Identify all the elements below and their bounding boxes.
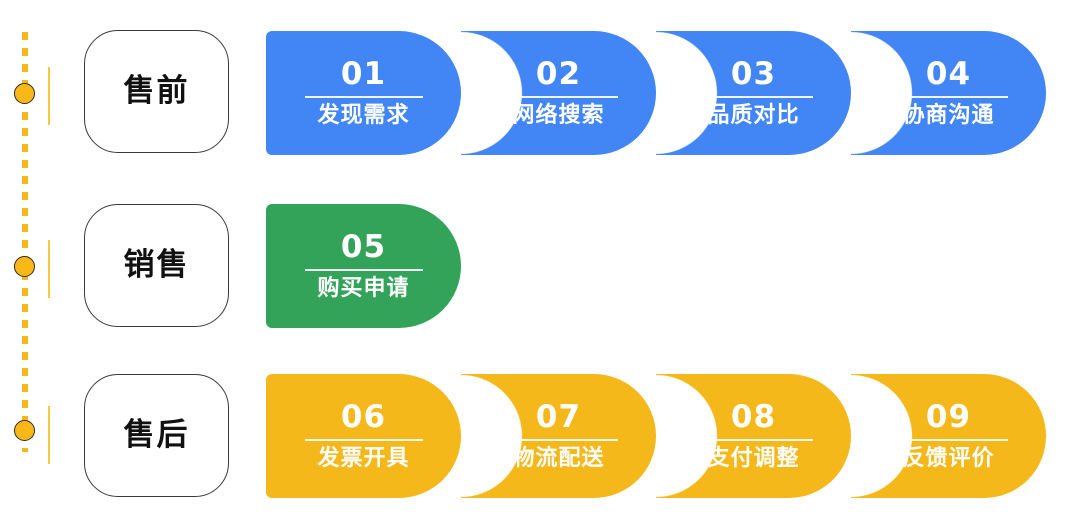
chevron-shape <box>851 31 1046 155</box>
rail-mask-top <box>18 0 34 28</box>
step-label: 物流配送 <box>512 445 605 471</box>
step-number: 07 <box>535 399 582 436</box>
step-chevron-01[interactable]: 01 发现需求 <box>266 31 461 155</box>
step-divider <box>499 96 618 98</box>
stage-box-1[interactable]: 售前 <box>84 30 229 153</box>
chevron-content: 09 反馈评价 <box>889 399 1008 471</box>
step-chevron-03[interactable]: 03 品质对比 <box>656 31 851 155</box>
step-number: 08 <box>730 399 777 436</box>
step-chevron-05[interactable]: 05 购买申请 <box>266 204 461 328</box>
chevron-content: 06 发票开具 <box>304 399 423 471</box>
step-divider <box>499 439 618 441</box>
step-number: 02 <box>535 56 582 93</box>
step-divider <box>694 439 813 441</box>
step-divider <box>889 439 1008 441</box>
timeline-tick-3 <box>48 406 50 464</box>
step-number: 05 <box>340 229 387 266</box>
step-label: 协商沟通 <box>902 102 995 128</box>
chevron-fill <box>656 31 851 155</box>
chevron-fill <box>851 374 1046 498</box>
chevron-shape <box>461 31 656 155</box>
step-chevron-09[interactable]: 09 反馈评价 <box>851 374 1046 498</box>
step-row-1: 01 发现需求 02 网络搜索 03 品质对比 04 协商沟通 <box>266 31 1080 155</box>
chevron-content: 08 支付调整 <box>694 399 813 471</box>
step-label: 品质对比 <box>707 102 800 128</box>
chevron-fill <box>266 204 461 328</box>
chevron-fill <box>461 31 656 155</box>
step-chevron-08[interactable]: 08 支付调整 <box>656 374 851 498</box>
step-number: 03 <box>730 56 777 93</box>
stage-label: 售前 <box>123 73 190 109</box>
step-label: 发现需求 <box>317 102 410 128</box>
chevron-shape <box>266 374 461 498</box>
step-row-2: 05 购买申请 <box>266 204 521 328</box>
chevron-shape <box>266 204 461 328</box>
timeline-tick-2 <box>48 240 50 298</box>
stage-box-2[interactable]: 销售 <box>84 204 229 327</box>
chevron-content: 03 品质对比 <box>694 56 813 128</box>
step-number: 04 <box>925 56 972 93</box>
chevron-shape <box>656 374 851 498</box>
chevron-fill <box>656 374 851 498</box>
step-divider <box>304 269 423 271</box>
chevron-shape <box>461 374 656 498</box>
rail-mask-bottom <box>18 452 34 516</box>
step-divider <box>304 96 423 98</box>
step-label: 发票开具 <box>317 445 410 471</box>
chevron-fill <box>266 31 461 155</box>
step-row-3: 06 发票开具 07 物流配送 08 支付调整 09 反馈评价 <box>266 374 1080 498</box>
chevron-content: 07 物流配送 <box>499 399 618 471</box>
stage-label: 售后 <box>123 417 190 453</box>
chevron-shape <box>851 374 1046 498</box>
timeline-tick-1 <box>48 67 50 125</box>
chevron-content: 02 网络搜索 <box>499 56 618 128</box>
chevron-content: 04 协商沟通 <box>889 56 1008 128</box>
step-number: 06 <box>340 399 387 436</box>
step-number: 09 <box>925 399 972 436</box>
step-chevron-04[interactable]: 04 协商沟通 <box>851 31 1046 155</box>
timeline-node-3 <box>14 420 35 441</box>
step-divider <box>304 439 423 441</box>
stage-box-3[interactable]: 售后 <box>84 374 229 497</box>
step-chevron-02[interactable]: 02 网络搜索 <box>461 31 656 155</box>
step-label: 购买申请 <box>317 275 410 301</box>
chevron-fill <box>461 374 656 498</box>
chevron-shape <box>656 31 851 155</box>
chevron-content: 01 发现需求 <box>304 56 423 128</box>
step-divider <box>889 96 1008 98</box>
chevron-shape <box>266 31 461 155</box>
step-number: 01 <box>340 56 387 93</box>
timeline-node-1 <box>14 83 35 104</box>
step-chevron-06[interactable]: 06 发票开具 <box>266 374 461 498</box>
stage-label: 销售 <box>123 247 190 283</box>
step-label: 反馈评价 <box>902 445 995 471</box>
chevron-content: 05 购买申请 <box>304 229 423 301</box>
timeline-node-2 <box>14 256 35 277</box>
timeline-rail <box>0 0 70 516</box>
step-label: 支付调整 <box>707 445 800 471</box>
chevron-fill <box>266 374 461 498</box>
step-label: 网络搜索 <box>512 102 605 128</box>
chevron-fill <box>851 31 1046 155</box>
step-divider <box>694 96 813 98</box>
step-chevron-07[interactable]: 07 物流配送 <box>461 374 656 498</box>
